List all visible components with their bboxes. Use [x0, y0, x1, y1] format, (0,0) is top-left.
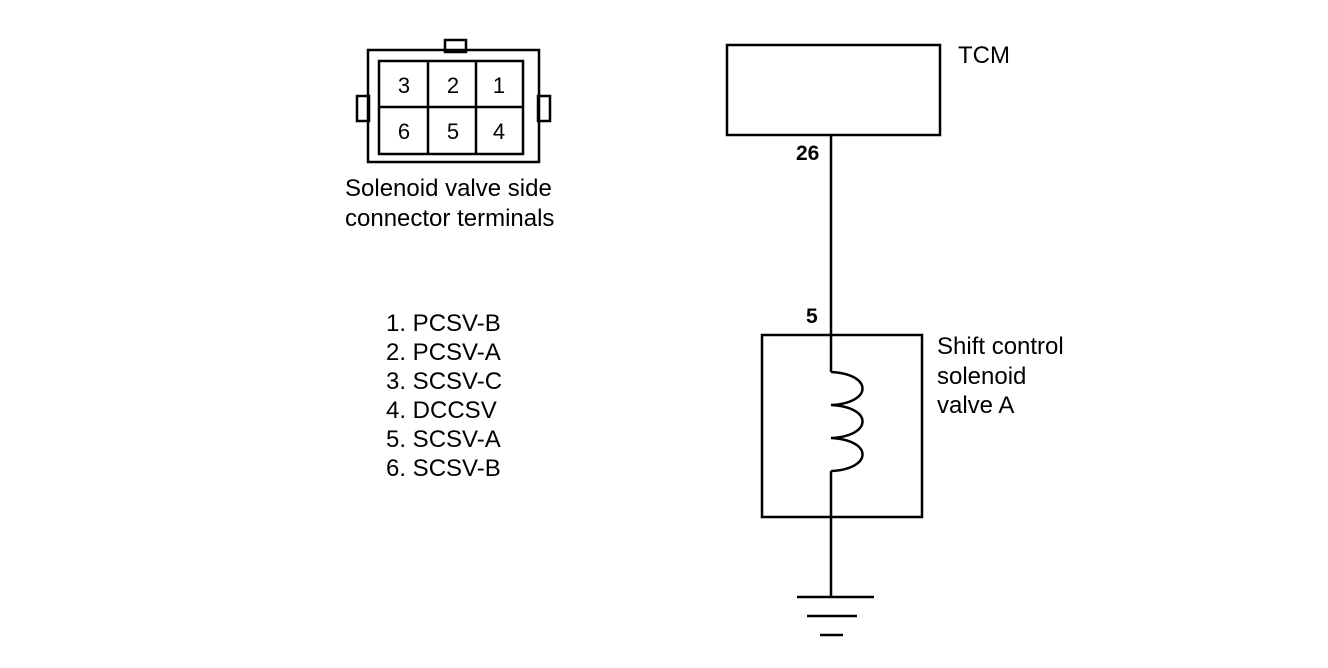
legend-item-3: 3. SCSV-C — [386, 368, 502, 395]
tcm-box — [725, 43, 942, 137]
connector-cell-2: 2 — [447, 73, 459, 98]
connector-cell-4: 4 — [493, 119, 505, 144]
legend-item-5: 5. SCSV-A — [386, 426, 501, 453]
connector-cell-6: 6 — [398, 119, 410, 144]
solenoid-box — [760, 333, 924, 519]
tcm-pin-number: 26 — [796, 142, 819, 165]
tcm-label: TCM — [958, 42, 1010, 69]
connector-housing — [366, 48, 541, 164]
legend-item-6: 6. SCSV-B — [386, 455, 501, 482]
ground-symbol-icon — [797, 595, 874, 637]
connector-cell-3: 3 — [398, 73, 410, 98]
connector-top-latch — [443, 38, 468, 54]
legend-item-4: 4. DCCSV — [386, 397, 497, 424]
legend-item-1: 1. PCSV-B — [386, 310, 501, 337]
connector-cell-1: 1 — [493, 73, 505, 98]
terminal-legend: 1. PCSV-B 2. PCSV-A 3. SCSV-C 4. DCCSV 5… — [386, 310, 502, 482]
connector-caption-line2: connector terminals — [345, 205, 554, 232]
connector-cell-5: 5 — [447, 119, 459, 144]
solenoid-label-line3: valve A — [937, 392, 1014, 419]
solenoid-label-line1: Shift control — [937, 333, 1064, 360]
solenoid-pin-number: 5 — [806, 305, 818, 328]
connector-caption-line1: Solenoid valve side — [345, 175, 552, 202]
connector — [355, 38, 552, 164]
solenoid-label-line2: solenoid — [937, 363, 1026, 390]
legend-item-2: 2. PCSV-A — [386, 339, 501, 366]
solenoid-coil-icon — [830, 370, 864, 473]
